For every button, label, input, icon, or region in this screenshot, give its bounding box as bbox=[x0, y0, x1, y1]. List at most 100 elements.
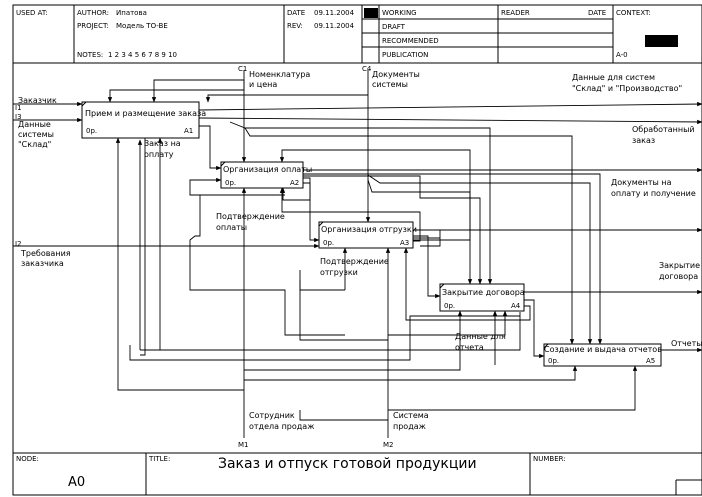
arrow-m2-to-a5 bbox=[388, 365, 638, 411]
arrow-a3-to-a2 bbox=[279, 187, 421, 242]
status-draft: DRAFT bbox=[382, 23, 406, 31]
arrow-a2-to-a5 bbox=[303, 173, 603, 345]
label-o-processed-line2: заказ bbox=[632, 136, 655, 145]
label-confirm-ship-line2: отгрузки bbox=[320, 268, 358, 277]
label-o-processed-line1: Обработанный bbox=[632, 125, 695, 134]
label-o-data-line2: "Склад" и "Производство" bbox=[572, 84, 682, 93]
arrow-a4-to-a3-feedback bbox=[403, 247, 531, 321]
arrow-back-loop bbox=[189, 195, 345, 336]
arrow-a2-to-a4 bbox=[303, 175, 483, 285]
label-m1-code: M1 bbox=[238, 441, 249, 449]
activity-a5-id: A5 bbox=[646, 357, 655, 365]
label-i1-code: I1 bbox=[15, 104, 22, 112]
arrow-a2-to-a3 bbox=[303, 177, 320, 243]
activity-a2-cost: 0р. bbox=[225, 179, 236, 187]
label-m1-line2: отдела продаж bbox=[249, 422, 314, 431]
diagram-title: Заказ и отпуск готовой продукции bbox=[218, 456, 477, 472]
arrow-m2-to-a4 bbox=[388, 310, 508, 336]
title-label: TITLE: bbox=[148, 455, 170, 463]
label-m1-line1: Сотрудник bbox=[249, 411, 295, 420]
activity-a4-cost: 0р. bbox=[444, 302, 455, 310]
arrow-report-loop bbox=[129, 315, 520, 361]
status-working: WORKING bbox=[382, 9, 417, 17]
date-label: DATE bbox=[287, 9, 305, 17]
label-o-data-line1: Данные для систем bbox=[572, 73, 655, 82]
activity-a4-id: A4 bbox=[511, 302, 521, 310]
reader-date-label: DATE bbox=[588, 9, 606, 17]
footer-block: NODE: A0 TITLE: Заказ и отпуск готовой п… bbox=[12, 452, 702, 496]
arrow-a1-to-a2 bbox=[199, 125, 222, 171]
label-i3-line3: "Склад" bbox=[18, 140, 51, 149]
label-c1-line2: и цена bbox=[249, 80, 277, 89]
arrow-m1-to-a1 bbox=[115, 137, 244, 391]
activity-box-a2[interactable]: Организация оплаты 0р. A2 bbox=[220, 161, 312, 189]
arrow-a5-feedback-path bbox=[140, 312, 521, 351]
activity-a3-id: A3 bbox=[400, 239, 409, 247]
header-block: USED AT: AUTHOR: Ипатова PROJECT: Модель… bbox=[12, 4, 702, 64]
label-o-docs-line1: Документы на bbox=[611, 178, 672, 187]
label-confirm-pay-line2: оплаты bbox=[216, 223, 247, 232]
diagram-area: Прием и размещение заказа 0р. A1 Организ… bbox=[12, 62, 702, 454]
arrow-confirm-payment bbox=[189, 177, 285, 196]
activity-a5-label: Создание и выдача отчетов bbox=[544, 345, 662, 354]
arrow-m1-to-a5 bbox=[244, 365, 578, 381]
arrow-a1-to-a4 bbox=[229, 121, 493, 285]
activity-a2-label: Организация оплаты bbox=[223, 165, 312, 174]
activity-a2-id: A2 bbox=[290, 179, 299, 187]
arrow-m1-to-a4 bbox=[244, 310, 463, 371]
context-thumbnail bbox=[645, 35, 678, 47]
label-o-reports: Отчеты bbox=[671, 339, 702, 348]
label-m2-code: M2 bbox=[383, 441, 394, 449]
arrow-a4-to-a5 bbox=[524, 299, 545, 359]
node-label: NODE: bbox=[16, 455, 39, 463]
activity-box-a3[interactable]: Организация отгрузки 0р. A3 bbox=[318, 221, 417, 249]
project-label: PROJECT: bbox=[77, 22, 109, 30]
activity-a3-cost: 0р. bbox=[323, 239, 334, 247]
activity-a1-label: Прием и размещение заказа bbox=[85, 109, 206, 118]
used-at-label: USED AT: bbox=[16, 9, 48, 17]
arrow-left-loop bbox=[140, 138, 146, 356]
label-o-closed-line2: договора bbox=[659, 272, 698, 281]
activity-box-a5[interactable]: Создание и выдача отчетов 0р. A5 bbox=[543, 343, 662, 367]
activity-box-a4[interactable]: Закрытие договора 0р. A4 bbox=[439, 283, 525, 312]
label-c1-code: C1 bbox=[238, 65, 247, 73]
arrow-a3-loop bbox=[279, 149, 471, 241]
activity-box-a1[interactable]: Прием и размещение заказа 0р. A1 bbox=[81, 101, 206, 139]
arrow-c1-branch-a1 bbox=[107, 80, 245, 103]
arrow-a2-feedback bbox=[280, 182, 311, 201]
activity-a1-cost: 0р. bbox=[86, 127, 97, 135]
label-confirm-pay-line1: Подтверждение bbox=[216, 212, 285, 221]
label-order-pay-line2: оплату bbox=[144, 150, 174, 159]
label-i2-line1: Требования bbox=[20, 249, 71, 258]
label-m2-line1: Система bbox=[393, 411, 429, 420]
status-recommended: RECOMMENDED bbox=[382, 37, 439, 45]
label-c4-code: C4 bbox=[362, 65, 372, 73]
label-i3-line2: системы bbox=[18, 130, 54, 139]
notes-value: 1 2 3 4 5 6 7 8 9 10 bbox=[108, 51, 177, 59]
label-order-pay-line1: Заказ на bbox=[144, 139, 181, 148]
notes-label: NOTES: bbox=[77, 51, 103, 59]
author-value: Ипатова bbox=[116, 9, 147, 17]
activity-a1-id: A1 bbox=[184, 127, 193, 135]
label-c4-line1: Документы bbox=[372, 70, 420, 79]
arrow-o-processed-order bbox=[198, 117, 702, 125]
label-i1-text: Заказчик bbox=[18, 96, 57, 105]
arrow-m2-branch-2 bbox=[299, 410, 388, 421]
reader-label: READER bbox=[501, 9, 530, 17]
arrow-o-data-systems bbox=[198, 101, 702, 111]
label-i3-code: I3 bbox=[15, 113, 22, 121]
rev-value: 09.11.2004 bbox=[314, 22, 355, 30]
label-o-docs-line2: оплату и получение bbox=[611, 189, 696, 198]
activity-a4-label: Закрытие договора bbox=[442, 288, 525, 297]
label-report-data-line1: Данные для bbox=[455, 332, 506, 341]
label-c4-line2: системы bbox=[372, 80, 408, 89]
arrow-c4-to-a1 bbox=[205, 94, 368, 103]
arrow-a3-junction bbox=[420, 230, 441, 247]
arrow-c1-to-a1 bbox=[151, 70, 245, 103]
node-value: A0 bbox=[68, 475, 85, 490]
label-i3-line1: Данные bbox=[18, 120, 51, 129]
status-publication: PUBLICATION bbox=[382, 51, 428, 59]
label-confirm-ship-line1: Подтверждение bbox=[320, 257, 389, 266]
arrow-c4-to-a5 bbox=[367, 174, 593, 345]
